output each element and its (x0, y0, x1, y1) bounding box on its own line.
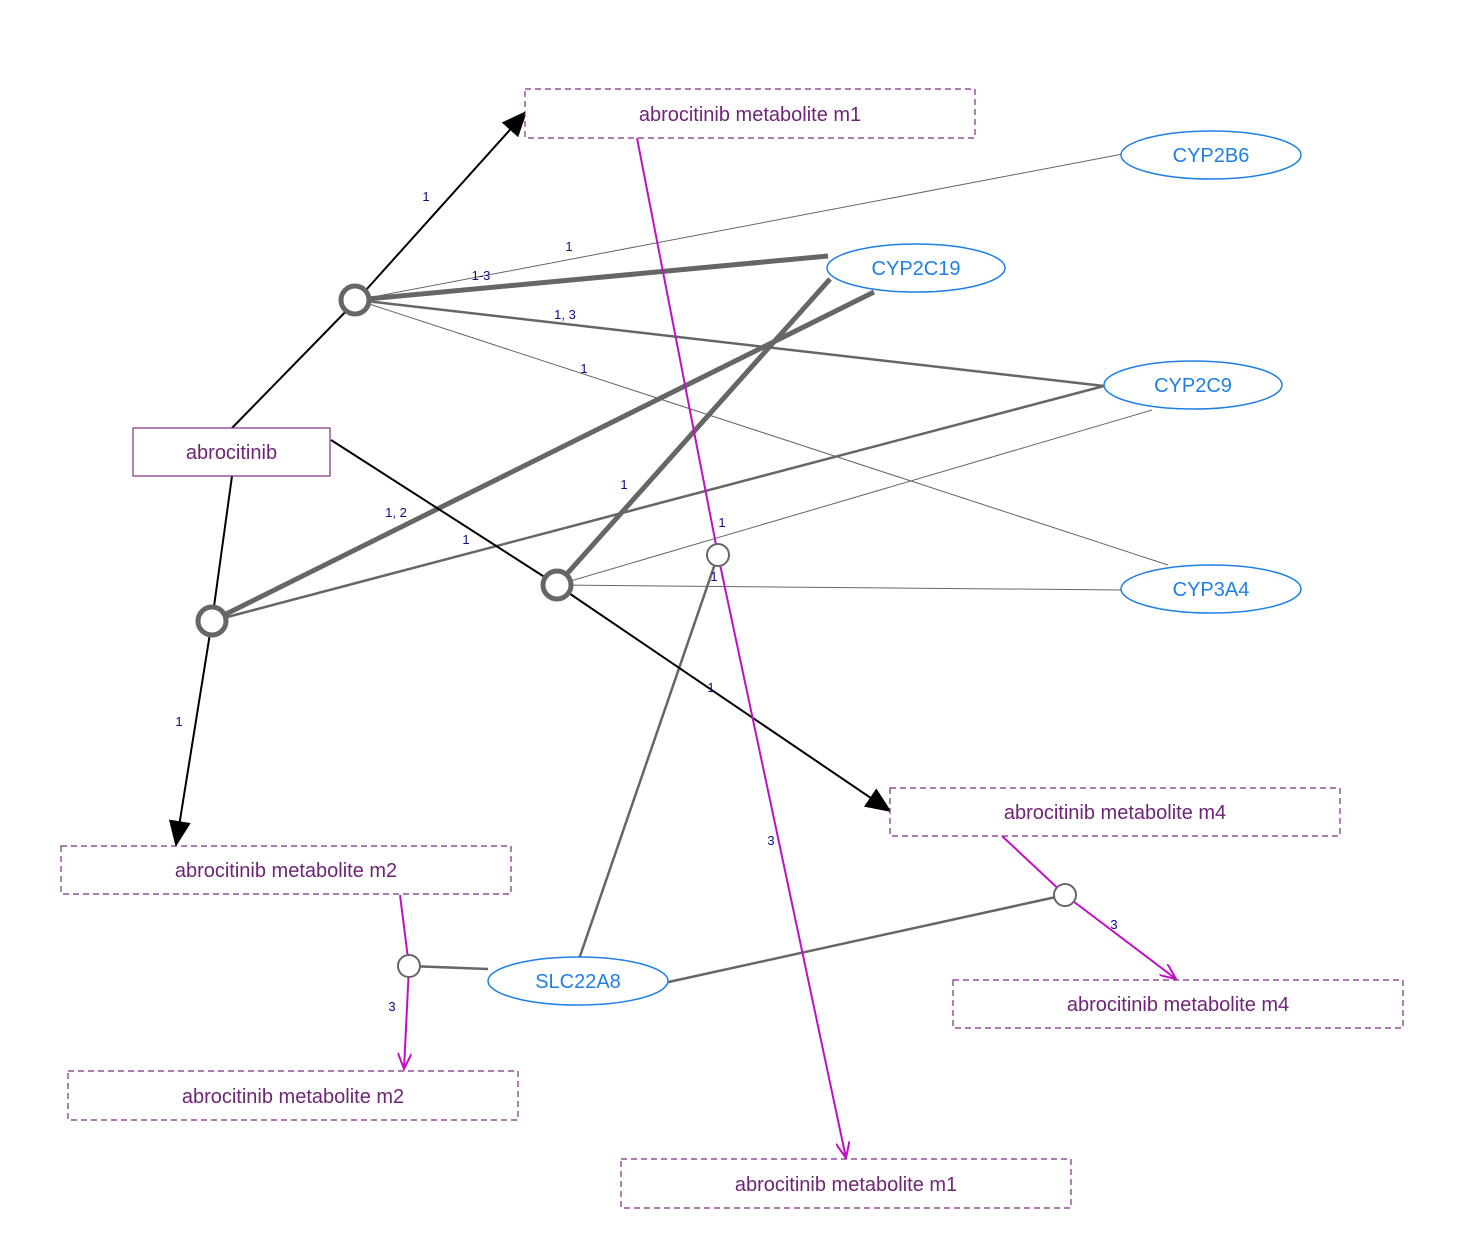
compound-metabolite-m2-bottom[interactable]: abrocitinib metabolite m2 (67, 1070, 519, 1121)
enzyme-label: CYP2C9 (1154, 375, 1232, 397)
arrow-reaction4-to-m1 (717, 554, 846, 1158)
edge-cyp2c19-reaction2 (210, 289, 876, 624)
enzyme-cyp2c9[interactable]: CYP2C9 (1103, 360, 1283, 410)
arrow-reaction5-to-m2 (404, 965, 409, 1069)
enzyme-label: CYP3A4 (1173, 579, 1250, 601)
enzyme-label: CYP2B6 (1173, 145, 1250, 167)
arrow-reaction1-to-m1 (356, 110, 528, 301)
edge-label: 3 (1110, 917, 1117, 932)
compound-metabolite-m4-bottom[interactable]: abrocitinib metabolite m4 (952, 979, 1404, 1029)
reaction-nodes (195, 283, 1077, 978)
edge-m4-to-reaction6 (1001, 835, 1066, 896)
arrow-reaction3-to-m4 (556, 584, 892, 813)
compound-label: abrocitinib metabolite m4 (1067, 994, 1289, 1016)
edge-label: 1 (707, 680, 714, 695)
compound-label: abrocitinib metabolite m1 (735, 1174, 957, 1196)
edge-cyp2c9-reaction2 (211, 384, 1105, 623)
edge-label: 1 (580, 361, 587, 376)
conversion-arrows (168, 110, 892, 847)
reaction-node-2[interactable] (195, 604, 229, 638)
transporter-slc22a8[interactable]: SLC22A8 (487, 956, 669, 1006)
compound-metabolite-m1-top[interactable]: abrocitinib metabolite m1 (524, 88, 976, 139)
edge-label: 1-3 (472, 268, 491, 283)
edge-cyp3a4-reaction1 (356, 299, 1169, 566)
edge-cyp2c19-reaction1 (356, 253, 829, 303)
compound-label: abrocitinib metabolite m2 (182, 1086, 404, 1108)
edge-slc22a8-reaction4 (576, 554, 720, 963)
enzyme-nodes: CYP2B6 CYP2C19 CYP2C9 CYP3A4 SLC22A8 (487, 130, 1302, 1006)
enzyme-cyp3a4[interactable]: CYP3A4 (1120, 564, 1302, 614)
enzyme-cyp2b6[interactable]: CYP2B6 (1120, 130, 1302, 180)
enzyme-label: SLC22A8 (535, 971, 621, 993)
edge-abrocitinib-to-reaction2 (211, 475, 233, 622)
edge-abrocitinib-to-reaction1 (231, 299, 358, 429)
edge-label: 1 (565, 239, 572, 254)
compound-metabolite-m1-bottom[interactable]: abrocitinib metabolite m1 (620, 1158, 1072, 1209)
reaction-node-1[interactable] (338, 283, 372, 317)
reaction-node-5[interactable] (397, 954, 421, 978)
compound-nodes: abrocitinib abrocitinib metabolite m1 ab… (60, 88, 1404, 1209)
edge-label: 3 (388, 999, 395, 1014)
transport-arrows (400, 137, 1176, 1158)
edge-label: 1 (175, 714, 182, 729)
edge-labels: 1 1 1-3 1, 3 1 1 1, 2 1 1 1 1 1 3 3 3 (175, 189, 1117, 1014)
arrow-reaction6-to-m4 (1064, 894, 1176, 979)
enzyme-label: CYP2C19 (872, 258, 961, 280)
edge-m1-to-reaction4 (636, 137, 719, 556)
compound-label: abrocitinib (186, 442, 277, 464)
edge-cyp2c9-reaction3 (556, 409, 1153, 586)
edge-abrocitinib-to-reaction3 (330, 439, 558, 586)
enzyme-cyp2c19[interactable]: CYP2C19 (826, 243, 1006, 293)
compound-metabolite-m2-left[interactable]: abrocitinib metabolite m2 (60, 845, 512, 895)
reaction-node-6[interactable] (1053, 883, 1077, 907)
edge-cyp2c9-reaction1 (356, 298, 1105, 388)
edge-label: 1, 2 (385, 505, 407, 520)
edge-label: 1, 3 (554, 307, 576, 322)
edge-label: 3 (767, 833, 774, 848)
edge-label: 1 (620, 477, 627, 492)
reaction-node-3[interactable] (540, 568, 574, 602)
compound-abrocitinib[interactable]: abrocitinib (132, 427, 331, 477)
compound-metabolite-m4-right[interactable]: abrocitinib metabolite m4 (889, 787, 1341, 837)
edge-cyp2b6-reaction1 (356, 152, 1129, 301)
edge-label: 1 (718, 515, 725, 530)
reaction-node-4[interactable] (706, 543, 730, 567)
edge-slc22a8-reaction5 (408, 964, 489, 971)
compound-label: abrocitinib metabolite m2 (175, 860, 397, 882)
edge-slc22a8-reaction6 (663, 893, 1066, 985)
compound-label: abrocitinib metabolite m4 (1004, 802, 1226, 824)
edge-label: 1 (710, 569, 717, 584)
compound-label: abrocitinib metabolite m1 (639, 104, 861, 126)
edge-label: 1 (422, 189, 429, 204)
arrow-reaction2-to-m2 (168, 620, 213, 847)
catalysis-lines (210, 152, 1169, 985)
edge-cyp3a4-reaction3 (556, 584, 1123, 591)
edge-label: 1 (462, 532, 469, 547)
